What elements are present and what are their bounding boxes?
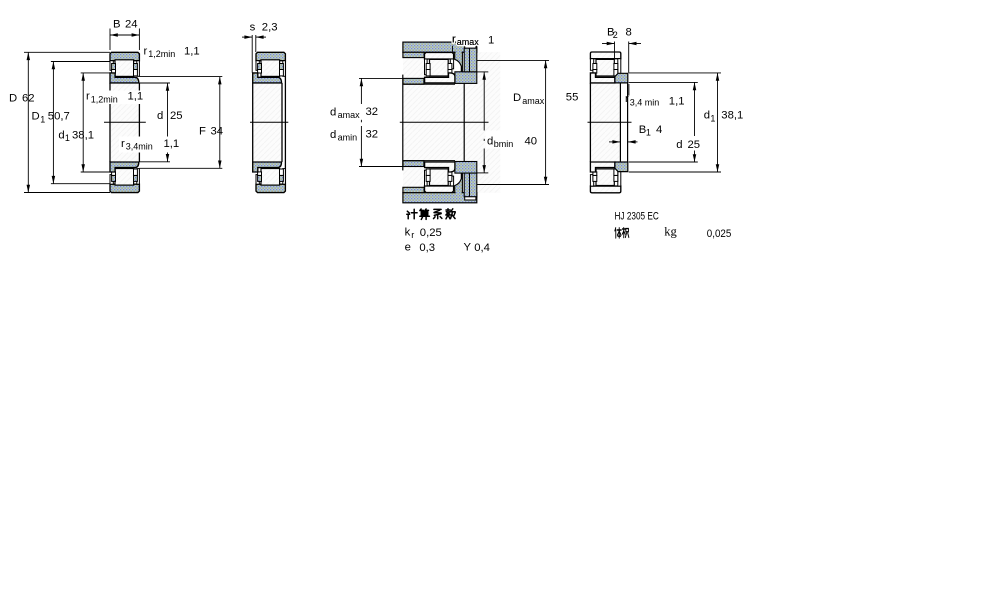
svg-text:B: B	[639, 124, 647, 136]
svg-text:amax: amax	[457, 37, 480, 47]
svg-text:r: r	[86, 91, 90, 103]
svg-text:D: D	[9, 93, 17, 105]
svg-text:r: r	[411, 230, 414, 240]
svg-text:amax: amax	[522, 96, 545, 106]
svg-text:1: 1	[65, 133, 70, 143]
svg-text:3,4min: 3,4min	[126, 141, 153, 151]
svg-text:r: r	[144, 46, 148, 58]
svg-text:e: e	[405, 242, 411, 254]
svg-text:bmin: bmin	[494, 139, 514, 149]
svg-text:1,2min: 1,2min	[91, 94, 118, 104]
svg-text:D: D	[513, 92, 521, 104]
svg-text:kg: kg	[664, 225, 677, 239]
svg-text:1: 1	[40, 114, 45, 124]
svg-text:amax: amax	[457, 37, 480, 47]
svg-text:2: 2	[613, 30, 618, 40]
svg-text:1,1: 1,1	[184, 46, 200, 58]
svg-text:3,4 min: 3,4 min	[630, 98, 660, 108]
svg-text:amax: amax	[338, 110, 361, 120]
svg-text:r: r	[452, 34, 456, 46]
svg-text:0,25: 0,25	[420, 227, 442, 239]
svg-text:1,2min: 1,2min	[148, 49, 175, 59]
svg-text:1: 1	[710, 113, 715, 123]
svg-text:d: d	[704, 110, 710, 122]
svg-text:0,3: 0,3	[419, 242, 435, 254]
svg-text:2,3: 2,3	[262, 21, 278, 33]
svg-text:8: 8	[626, 26, 632, 38]
svg-text:4: 4	[656, 124, 662, 136]
svg-text:34: 34	[211, 126, 224, 138]
svg-text:1,1: 1,1	[669, 96, 685, 108]
svg-text:d: d	[330, 129, 336, 141]
svg-text:k: k	[405, 227, 411, 239]
svg-text:38,1: 38,1	[721, 110, 743, 122]
svg-text:B: B	[113, 18, 121, 30]
svg-text:F: F	[199, 126, 206, 138]
svg-text:d: d	[330, 107, 336, 119]
svg-text:B: B	[607, 26, 615, 38]
svg-text:50,7: 50,7	[48, 111, 70, 123]
svg-text:25: 25	[688, 139, 701, 151]
svg-text:d: d	[487, 136, 493, 148]
svg-text:1: 1	[488, 35, 494, 47]
svg-text:r: r	[452, 34, 456, 46]
svg-text:0,4: 0,4	[474, 242, 490, 254]
svg-text:38,1: 38,1	[72, 129, 94, 141]
svg-text:55: 55	[566, 92, 579, 104]
svg-text:25: 25	[170, 110, 183, 122]
svg-text:0,025: 0,025	[707, 228, 732, 240]
svg-text:1,1: 1,1	[164, 138, 180, 150]
svg-text:32: 32	[366, 106, 379, 118]
svg-text:40: 40	[525, 135, 538, 147]
svg-text:r: r	[121, 138, 125, 150]
svg-text:s: s	[250, 21, 256, 33]
svg-text:1,1: 1,1	[128, 91, 144, 103]
svg-text:d: d	[157, 110, 163, 122]
svg-text:HJ 2305 EC: HJ 2305 EC	[615, 211, 659, 223]
svg-text:Y: Y	[464, 241, 472, 253]
svg-text:32: 32	[366, 129, 379, 141]
svg-text:d: d	[58, 129, 64, 141]
svg-text:24: 24	[125, 18, 138, 30]
svg-text:amin: amin	[338, 133, 358, 143]
svg-text:62: 62	[22, 93, 35, 105]
svg-text:1: 1	[646, 128, 651, 138]
svg-text:d: d	[676, 139, 682, 151]
svg-text:r: r	[625, 93, 629, 105]
svg-text:D: D	[32, 111, 40, 123]
